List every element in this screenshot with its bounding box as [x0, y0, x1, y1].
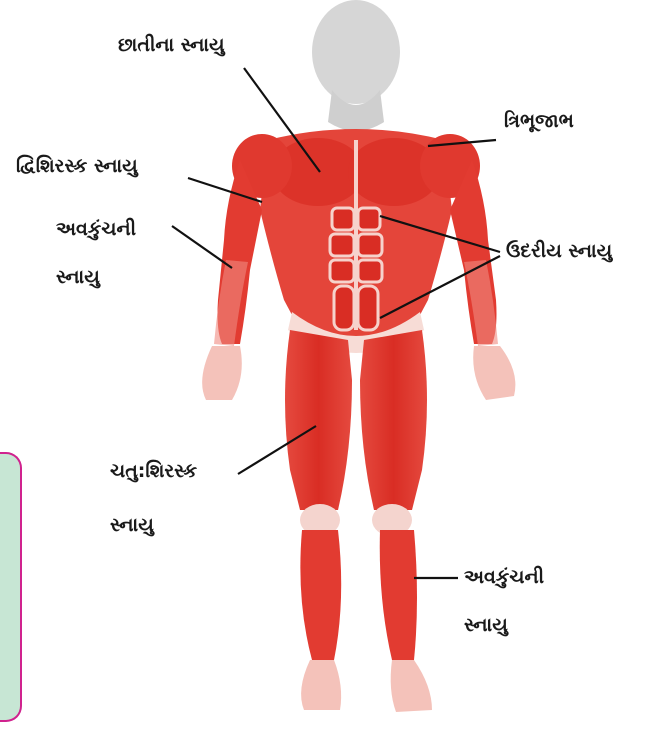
label-quadriceps-line1: ચતુ:શિરસ્ક	[110, 460, 197, 484]
arm-left	[202, 160, 262, 400]
label-abdominal-muscles: ઉદરીય સ્નાયુ	[506, 240, 612, 264]
label-triceps: ત્રિભૂજાભ	[504, 110, 574, 134]
label-biceps: દ્વિશિરસ્ક સ્નાયુ	[16, 155, 138, 179]
label-calf-flexor-line2: સ્નાયુ	[464, 614, 508, 638]
label-quadriceps-line2: સ્નાયુ	[110, 514, 154, 538]
leader-forearm	[172, 226, 232, 268]
leg-left	[285, 330, 352, 710]
label-calf-flexor-line1: અવકુંચની	[464, 566, 544, 590]
leg-right	[360, 330, 432, 712]
label-forearm-flexor-line2: સ્નાયુ	[56, 266, 100, 290]
torso	[232, 129, 480, 353]
label-chest-muscles: છાતીના સ્નાયુ	[118, 34, 225, 58]
arm-right	[450, 160, 515, 400]
label-forearm-flexor-line1: અવકુંચની	[56, 218, 136, 242]
head	[312, 0, 400, 131]
